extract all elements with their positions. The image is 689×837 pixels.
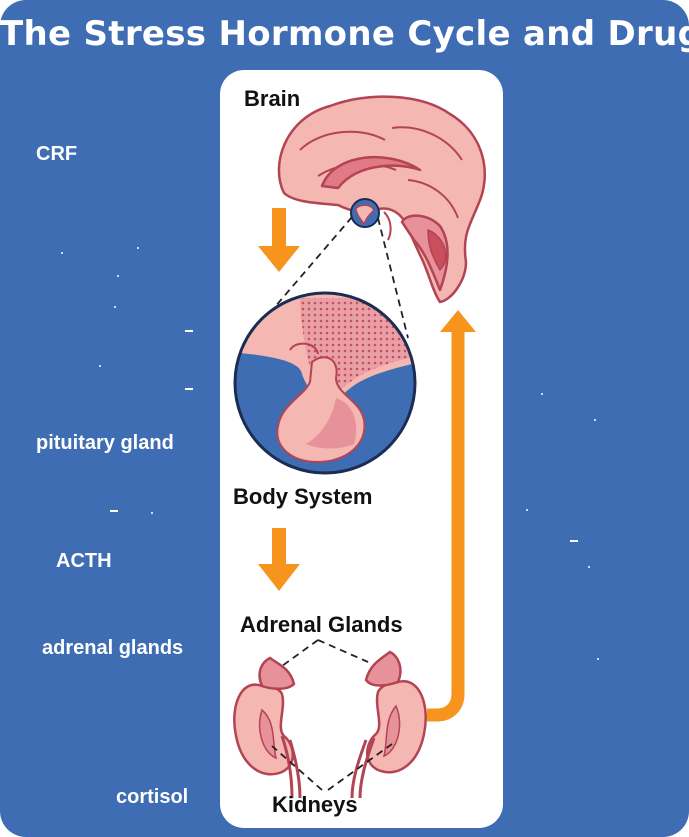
- pituitary-gland-closeup: [230, 290, 420, 480]
- down-arrow-2: [258, 528, 300, 591]
- label-kidneys: Kidneys: [272, 792, 358, 818]
- down-arrow-1: [258, 208, 300, 272]
- feedback-arrow: [427, 310, 476, 715]
- label-body-system: Body System: [233, 484, 372, 510]
- label-adrenal-glands: Adrenal Glands: [240, 612, 403, 638]
- brain-illustration: [279, 97, 485, 302]
- kidney-left: [234, 658, 300, 798]
- label-brain: Brain: [244, 86, 300, 112]
- kidney-right: [352, 652, 426, 798]
